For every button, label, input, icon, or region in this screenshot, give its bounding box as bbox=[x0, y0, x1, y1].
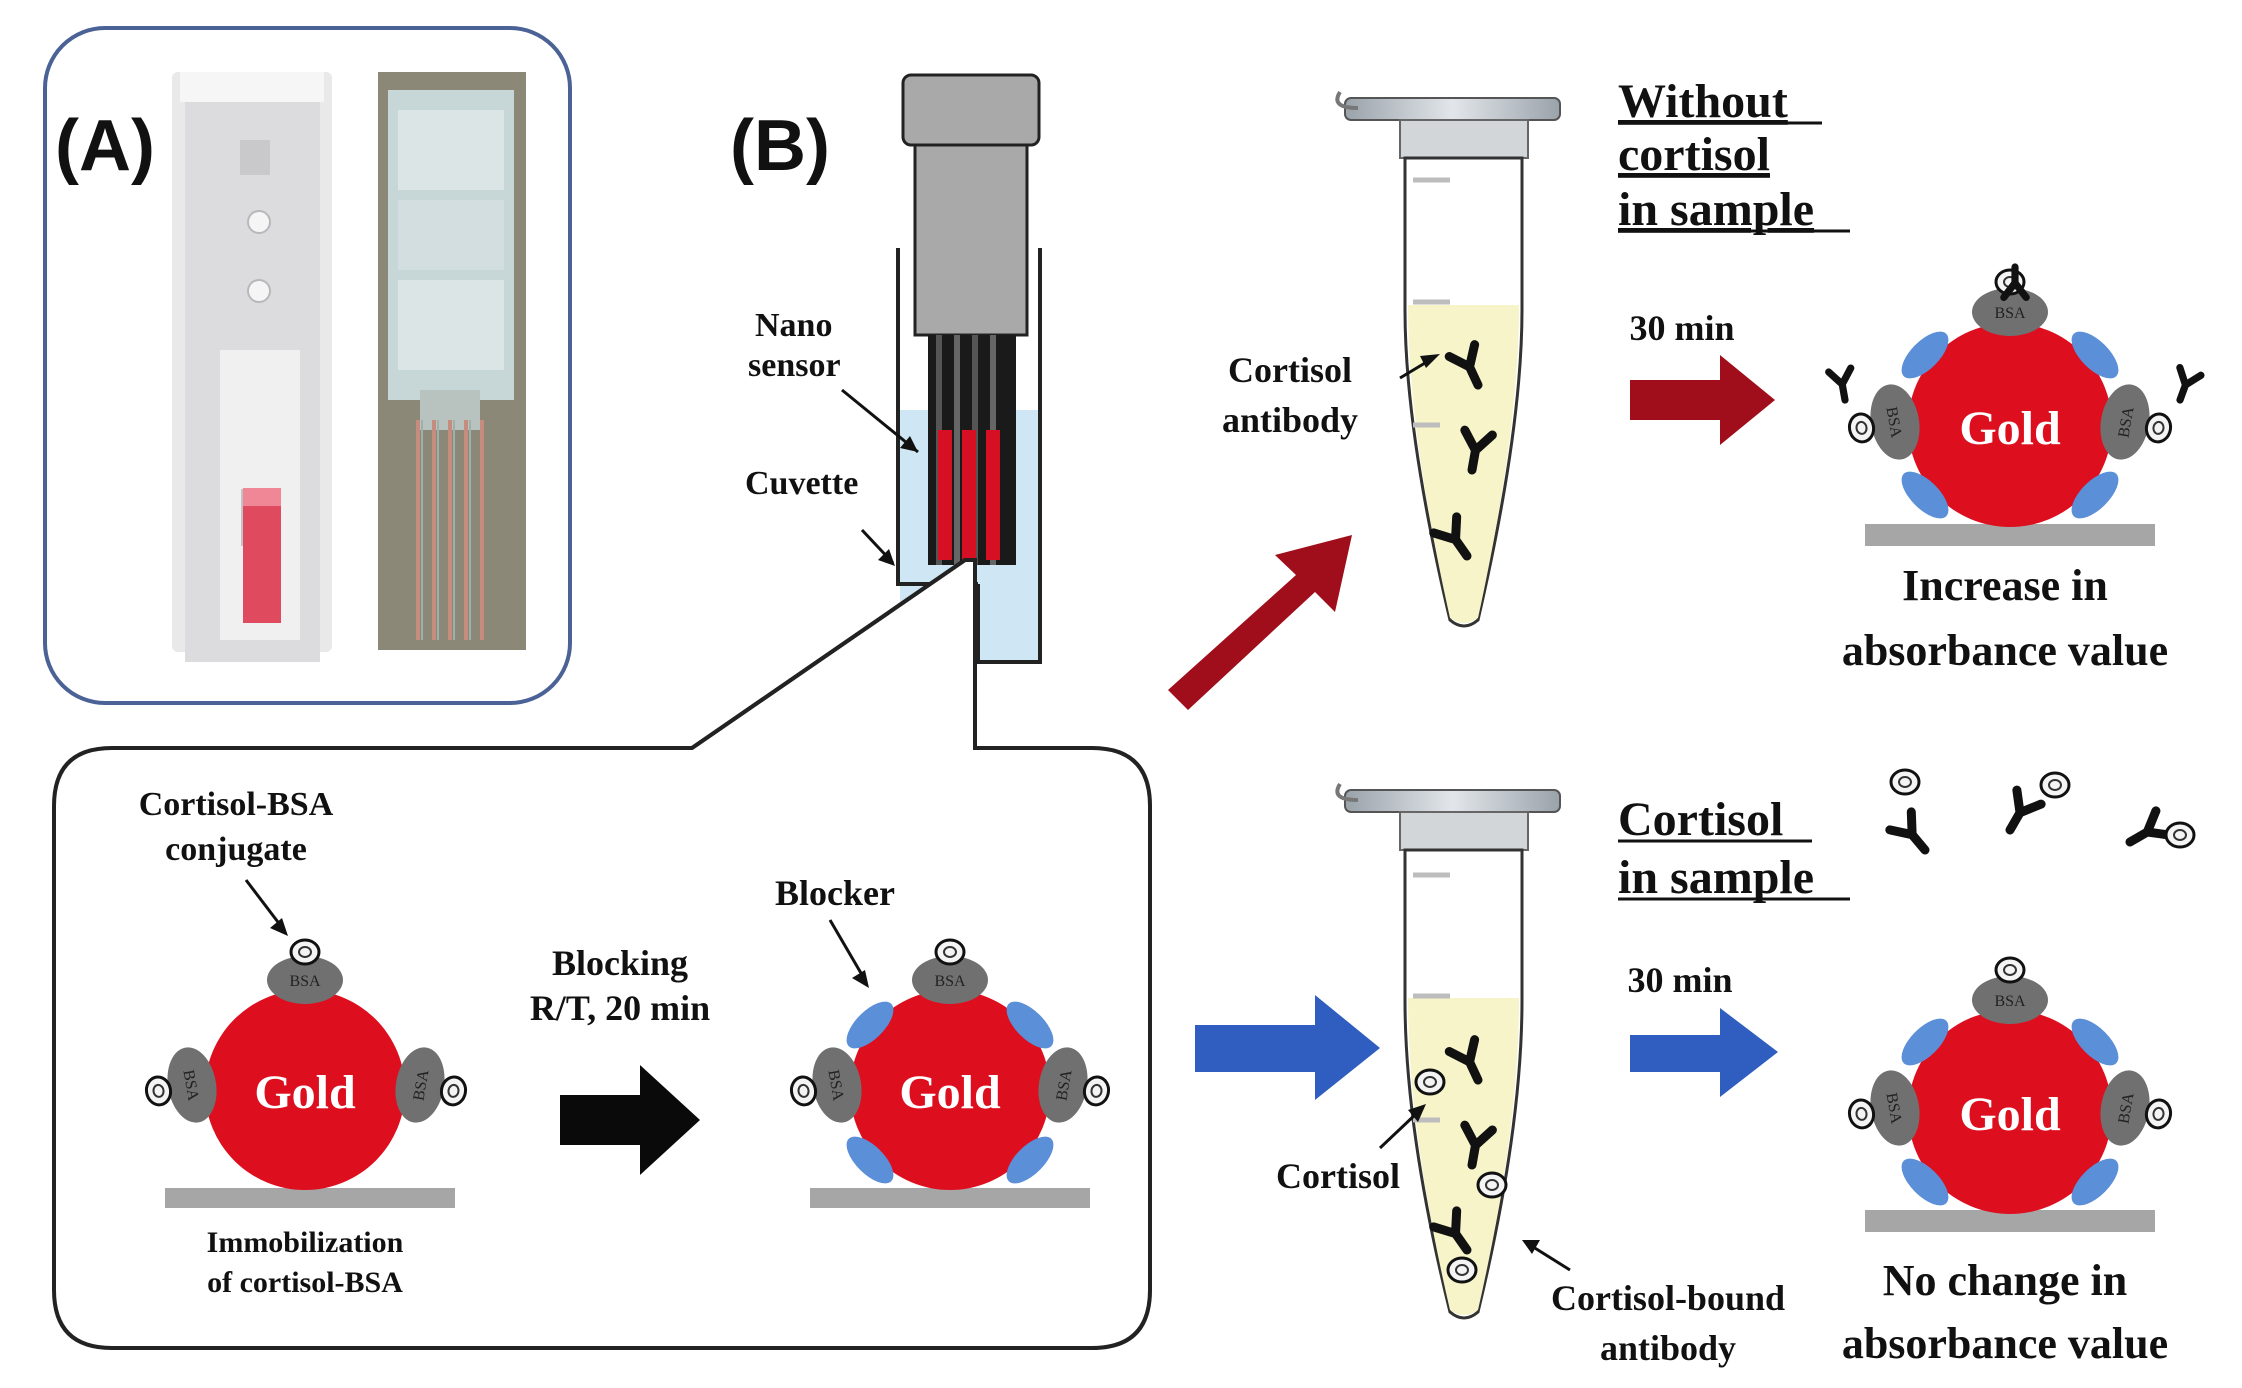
gold-particle-blocked: Gold BSA BSA BSA Blocker bbox=[775, 873, 1113, 1208]
sensor-cap bbox=[901, 73, 1041, 147]
bottom-result-2: absorbance value bbox=[1842, 1319, 2168, 1368]
blue-arrow-right bbox=[1630, 1008, 1778, 1097]
panel-b-label: (B) bbox=[730, 106, 830, 186]
top-result-1: Increase in bbox=[1902, 561, 2108, 610]
black-arrow bbox=[560, 1065, 700, 1175]
bottom-title-1: Cortisol bbox=[1618, 793, 1783, 846]
top-title-3: in sample bbox=[1618, 183, 1814, 236]
cuvette-label: Cuvette bbox=[745, 465, 858, 502]
svg-text:BSA: BSA bbox=[410, 1068, 432, 1102]
gold-label: Gold bbox=[254, 1066, 356, 1119]
bsa-right: BSA bbox=[389, 1043, 470, 1127]
blocking-label-1: Blocking bbox=[552, 943, 688, 983]
nano-sensor-label-2: sensor bbox=[748, 347, 841, 384]
svg-text:BSA: BSA bbox=[179, 1068, 201, 1102]
red-arrow-top bbox=[1630, 355, 1775, 445]
tube-with-cortisol: Cortisol Cortisol-bound antibody bbox=[1276, 782, 1785, 1368]
top-result-2: absorbance value bbox=[1842, 626, 2168, 675]
svg-text:BSA: BSA bbox=[1053, 1068, 1075, 1102]
conjugate-label-2: conjugate bbox=[165, 831, 307, 868]
bottom-title-2: in sample bbox=[1618, 851, 1814, 904]
immob-label-1: Immobilization bbox=[207, 1226, 404, 1259]
substrate bbox=[165, 1188, 455, 1208]
bsa-top: BSA bbox=[267, 938, 343, 1004]
svg-text:BSA: BSA bbox=[824, 1068, 846, 1102]
antibody-label-1: Cortisol bbox=[1228, 350, 1352, 390]
bound-label-1: Cortisol-bound bbox=[1551, 1278, 1785, 1318]
photo-nanosensor-chip bbox=[378, 72, 526, 650]
nanosensor-electrodes bbox=[928, 335, 1016, 565]
blocking-label-2: R/T, 20 min bbox=[530, 988, 710, 1028]
gold-nanoparticle bbox=[205, 990, 405, 1190]
conjugate-label-1: Cortisol-BSA bbox=[139, 786, 334, 823]
panel-a-label: (A) bbox=[55, 106, 155, 186]
antibody-label-2: antibody bbox=[1222, 400, 1358, 440]
sensor-body bbox=[913, 143, 1029, 337]
svg-text:BSA: BSA bbox=[1882, 1091, 1904, 1125]
svg-text:BSA: BSA bbox=[1994, 993, 2026, 1010]
title-cortisol-in-sample: Cortisol in sample bbox=[1618, 793, 1850, 904]
photo-cuvette-holder bbox=[172, 72, 332, 662]
title-without-cortisol: Without cortisol in sample bbox=[1618, 75, 1850, 236]
svg-text:BSA: BSA bbox=[289, 973, 321, 990]
bottom-time-label: 30 min bbox=[1627, 960, 1732, 1000]
cortisol-label: Cortisol bbox=[1276, 1156, 1400, 1196]
bound-label-2: antibody bbox=[1600, 1328, 1736, 1368]
free-bound-antibodies bbox=[1890, 768, 2196, 859]
svg-text:Gold: Gold bbox=[1959, 402, 2061, 455]
blocker-label: Blocker bbox=[775, 873, 895, 913]
svg-text:Gold: Gold bbox=[1959, 1088, 2061, 1141]
immob-label-2: of cortisol-BSA bbox=[207, 1266, 403, 1299]
top-title-1: Without bbox=[1618, 75, 1788, 128]
bottom-result-1: No change in bbox=[1883, 1256, 2127, 1305]
tube-without-cortisol: Cortisol antibody bbox=[1222, 90, 1561, 628]
bsa-left: BSA bbox=[142, 1043, 223, 1127]
panel-b: (B) Nano sensor Cuvette bbox=[730, 73, 1042, 664]
svg-text:BSA: BSA bbox=[934, 973, 966, 990]
red-diagonal-arrow bbox=[1168, 535, 1352, 710]
top-title-2: cortisol bbox=[1618, 128, 1770, 181]
svg-text:BSA: BSA bbox=[1882, 405, 1904, 439]
svg-text:BSA: BSA bbox=[2115, 1091, 2137, 1125]
panel-a: (A) bbox=[43, 26, 572, 705]
gold-particle-unchanged: Gold BSA BSA BSA No change in absorbance… bbox=[1842, 956, 2175, 1368]
gold-particle-immobilized: Gold BSA BSA BSA Cortisol-BSA conjugate … bbox=[139, 786, 470, 1299]
gold-particle-antibody-bound: Gold BSA BSA BSA Increase in absorbance … bbox=[1829, 267, 2201, 675]
nano-sensor-label-1: Nano bbox=[755, 307, 832, 344]
blue-arrow-left bbox=[1195, 995, 1380, 1100]
svg-text:Gold: Gold bbox=[899, 1066, 1001, 1119]
blocking-step: Blocking R/T, 20 min bbox=[530, 943, 710, 1175]
svg-text:BSA: BSA bbox=[1994, 305, 2026, 322]
svg-text:BSA: BSA bbox=[2115, 405, 2137, 439]
top-time-label: 30 min bbox=[1629, 308, 1734, 348]
blocker-patches bbox=[846, 1001, 1054, 1184]
